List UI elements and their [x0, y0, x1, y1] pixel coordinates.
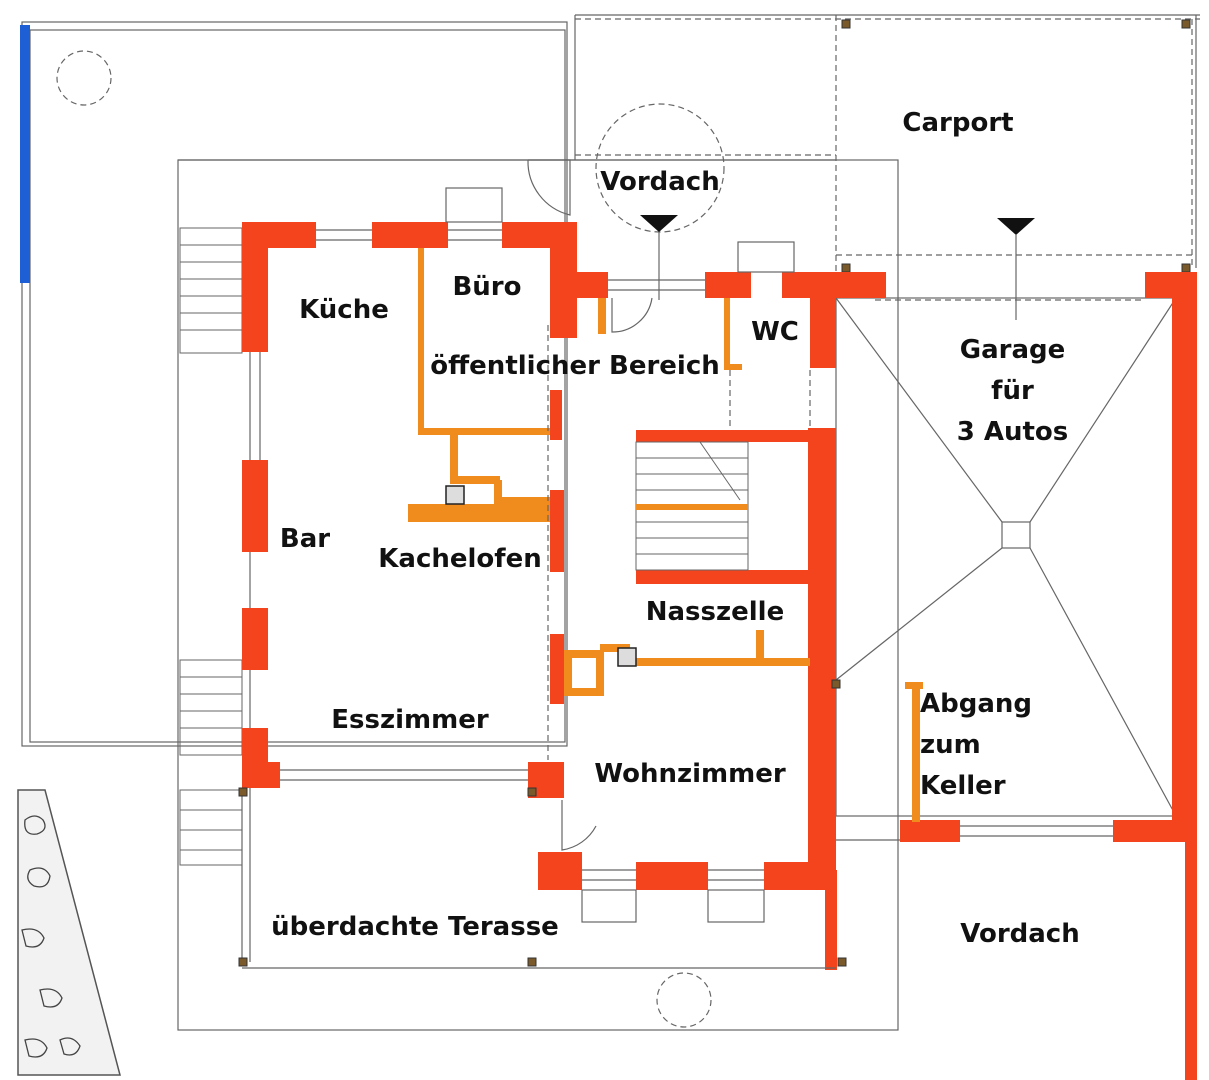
stone-path — [17, 789, 121, 1076]
label-buero: Büro — [452, 272, 522, 302]
terrace — [238, 787, 900, 1028]
label-kueche: Küche — [299, 295, 389, 325]
fixtures — [408, 248, 923, 822]
entrance-arrow — [640, 215, 678, 232]
post-markers — [831, 679, 847, 967]
label-vordach-top: Vordach — [600, 167, 720, 197]
flue-2 — [617, 647, 637, 667]
stove-flue — [445, 485, 465, 505]
label-bar: Bar — [279, 524, 331, 554]
windows — [249, 187, 1113, 923]
outside-stairs — [179, 227, 243, 866]
label-garage: Garage für 3 Autos — [956, 335, 1069, 447]
vordach-circle — [595, 103, 725, 233]
label-wohnzimmer: Wohnzimmer — [594, 759, 786, 789]
pool-edge — [20, 25, 30, 283]
label-oeffentlicher-bereich: öffentlicher Bereich — [430, 351, 720, 381]
label-vordach-bottom: Vordach — [960, 919, 1080, 949]
label-nasszelle: Nasszelle — [645, 597, 785, 627]
garage-arrow — [997, 218, 1035, 235]
pool-area — [20, 21, 568, 747]
site-lines — [177, 14, 1200, 1031]
label-kachelofen: Kachelofen — [378, 544, 542, 574]
label-wc: WC — [751, 317, 799, 347]
label-esszimmer: Esszimmer — [331, 705, 489, 735]
walls — [242, 222, 1197, 1080]
label-abgang: Abgang zum Keller — [920, 689, 1033, 801]
doors — [527, 159, 653, 851]
label-carport: Carport — [902, 108, 1014, 138]
label-ueberdachte-terasse: überdachte Terasse — [271, 912, 559, 942]
